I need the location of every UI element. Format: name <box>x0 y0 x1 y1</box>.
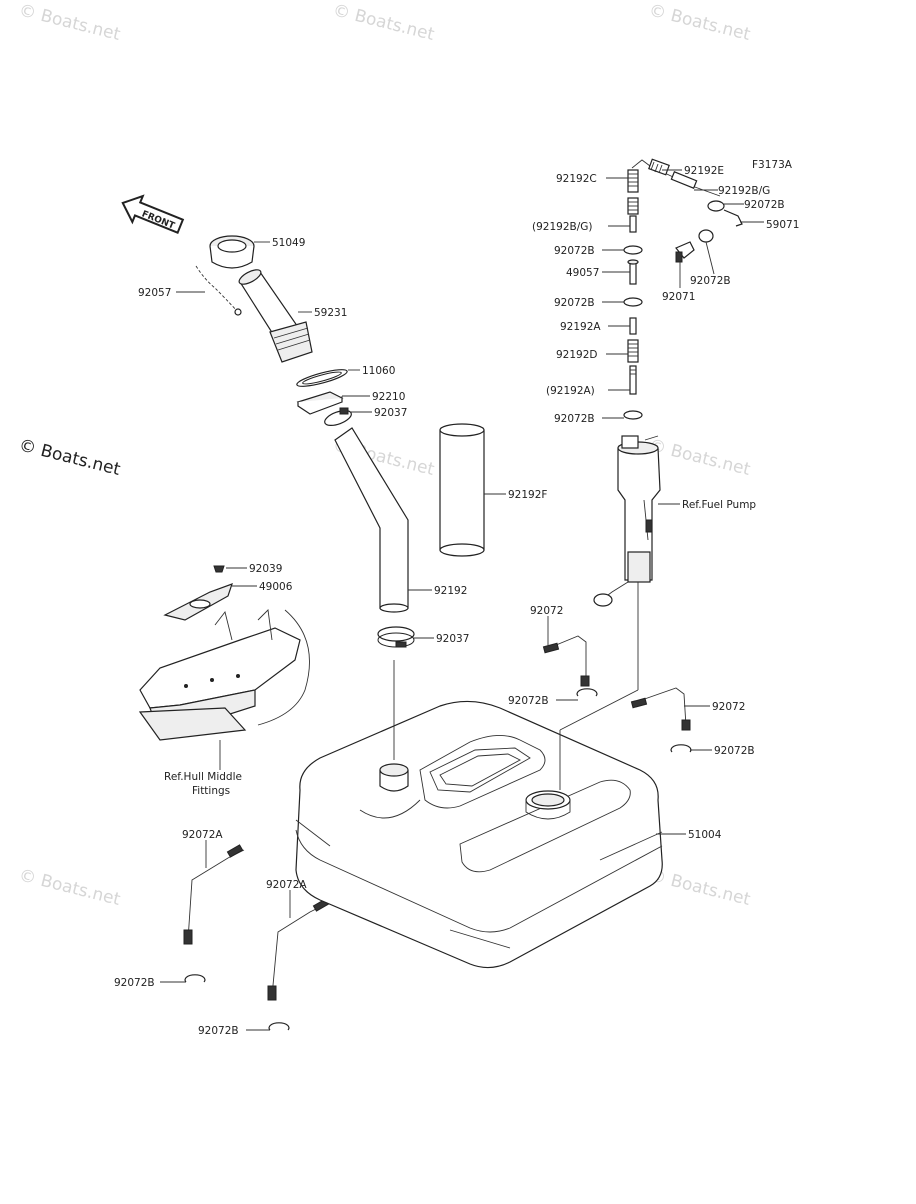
part-label: 92037 <box>374 407 407 419</box>
part-label: 92192C <box>556 173 597 185</box>
strap-92072A-b <box>267 898 331 1001</box>
part-label: 92072B <box>744 199 785 211</box>
clip-92072B-f <box>576 688 598 697</box>
strap-92072-b <box>630 687 691 731</box>
part-labels: 92192E 92192C 92192B/G 92072B 59071 (921… <box>114 165 799 1037</box>
nut-92210 <box>296 391 344 415</box>
part-label: 92192F <box>508 489 547 501</box>
clamp-92037-upper <box>324 407 352 426</box>
part-label: 92072A <box>182 829 223 841</box>
tether-92057 <box>195 265 242 316</box>
pump-column-parts <box>623 169 643 420</box>
part-label: 92072 <box>712 701 745 713</box>
part-label: 92210 <box>372 391 405 403</box>
front-arrow: FRONT <box>121 194 185 234</box>
watermark: © Boats.net <box>17 865 123 910</box>
part-label: 92072B <box>554 413 595 425</box>
part-label: 59071 <box>766 219 799 231</box>
part-label: Ref.Hull Middle <box>164 771 242 783</box>
watermark: © Boats.net <box>17 0 123 45</box>
watermark: © Boats.net <box>647 0 753 45</box>
part-label: 92072B <box>554 297 595 309</box>
part-label: 11060 <box>362 365 395 377</box>
part-label: 59231 <box>314 307 347 319</box>
clip-92072B-i <box>268 1022 290 1031</box>
part-label: Ref.Fuel Pump <box>682 499 756 511</box>
part-label: 49006 <box>259 581 293 593</box>
part-label: 51049 <box>272 237 305 249</box>
fuel-pump-body <box>593 435 661 690</box>
part-label: (92192B/G) <box>532 221 592 233</box>
part-label: 92037 <box>436 633 469 645</box>
part-label: 92072B <box>198 1025 239 1037</box>
strap-92072-a <box>542 635 590 687</box>
part-label: 92071 <box>662 291 695 303</box>
part-label: 92072B <box>508 695 549 707</box>
part-label: 92072 <box>530 605 563 617</box>
part-label: 92192B/G <box>718 185 770 197</box>
part-label: 92072B <box>690 275 731 287</box>
watermark: © Boats.net <box>647 435 753 480</box>
watermark: © Boats.net <box>331 0 437 45</box>
gasket-11060 <box>296 369 348 387</box>
strap-92072A-a <box>183 844 245 945</box>
part-label: 92192D <box>556 349 598 361</box>
part-label: 92039 <box>249 563 282 575</box>
part-label: 49057 <box>566 267 599 279</box>
fuel-cap-51049 <box>209 235 255 269</box>
part-label: 92072A <box>266 879 307 891</box>
part-label: 92192E <box>684 165 724 177</box>
part-label: Fittings <box>192 785 230 797</box>
part-label: 92072B <box>114 977 155 989</box>
watermark: © Boats.net <box>17 435 123 480</box>
part-label: 51004 <box>688 829 722 841</box>
watermark: © Boats.net <box>647 865 753 910</box>
sleeve-92192F <box>439 423 485 557</box>
part-label: 92057 <box>138 287 171 299</box>
hull-middle-fittings <box>138 609 310 741</box>
bracket-49006 <box>163 583 233 621</box>
clip-92072B-h <box>184 974 206 983</box>
part-label: 92192A <box>560 321 601 333</box>
part-label: 92192 <box>434 585 467 597</box>
figure-code: F3173A <box>752 159 793 171</box>
vent-hose-assembly <box>631 158 743 263</box>
clamp-92037-lower <box>377 626 415 648</box>
part-label: 92072B <box>554 245 595 257</box>
clip-92072B-g <box>670 744 692 753</box>
fuel-tank-51004 <box>295 700 663 969</box>
filler-neck-59231 <box>238 269 313 363</box>
part-label: 92072B <box>714 745 755 757</box>
part-label: (92192A) <box>546 385 595 397</box>
hose-92192 <box>334 427 409 613</box>
leader-lines <box>160 169 764 1031</box>
screw-92039 <box>213 565 225 573</box>
